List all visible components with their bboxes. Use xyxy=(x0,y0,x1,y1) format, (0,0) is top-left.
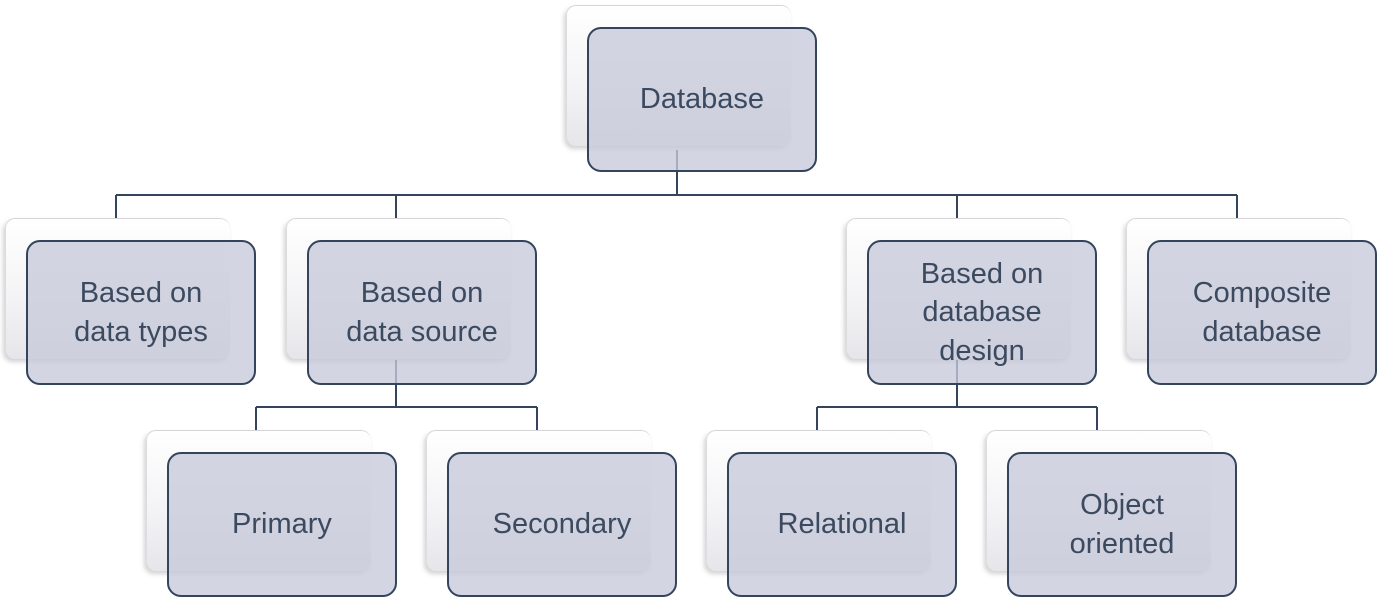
node-label: Database xyxy=(639,83,765,116)
node-label: Based on data source xyxy=(346,276,498,348)
node-box: Primary xyxy=(167,452,397,597)
node-label: Based on database design xyxy=(920,257,1044,367)
node-box: Database xyxy=(587,27,817,172)
node-label: Primary xyxy=(232,508,332,541)
node-box: Object oriented xyxy=(1007,452,1237,597)
node-object-oriented: Object oriented xyxy=(986,430,1237,597)
node-composite-database: Composite database xyxy=(1126,218,1377,385)
node-box: Based on database design xyxy=(867,240,1097,385)
node-based-on-database-design: Based on database design xyxy=(846,218,1097,385)
node-based-on-data-source: Based on data source xyxy=(286,218,537,385)
node-based-on-data-types: Based on data types xyxy=(5,218,256,385)
node-box: Relational xyxy=(727,452,957,597)
node-label: Based on data types xyxy=(74,276,208,348)
node-box: Based on data types xyxy=(26,240,256,385)
node-primary: Primary xyxy=(146,430,397,597)
node-box: Composite database xyxy=(1147,240,1377,385)
node-label: Secondary xyxy=(492,508,632,541)
node-database: Database xyxy=(566,5,817,172)
node-box: Based on data source xyxy=(307,240,537,385)
node-label: Relational xyxy=(777,508,907,541)
node-label: Composite database xyxy=(1192,276,1332,348)
node-relational: Relational xyxy=(706,430,957,597)
node-box: Secondary xyxy=(447,452,677,597)
node-secondary: Secondary xyxy=(426,430,677,597)
node-label: Object oriented xyxy=(1069,488,1175,560)
